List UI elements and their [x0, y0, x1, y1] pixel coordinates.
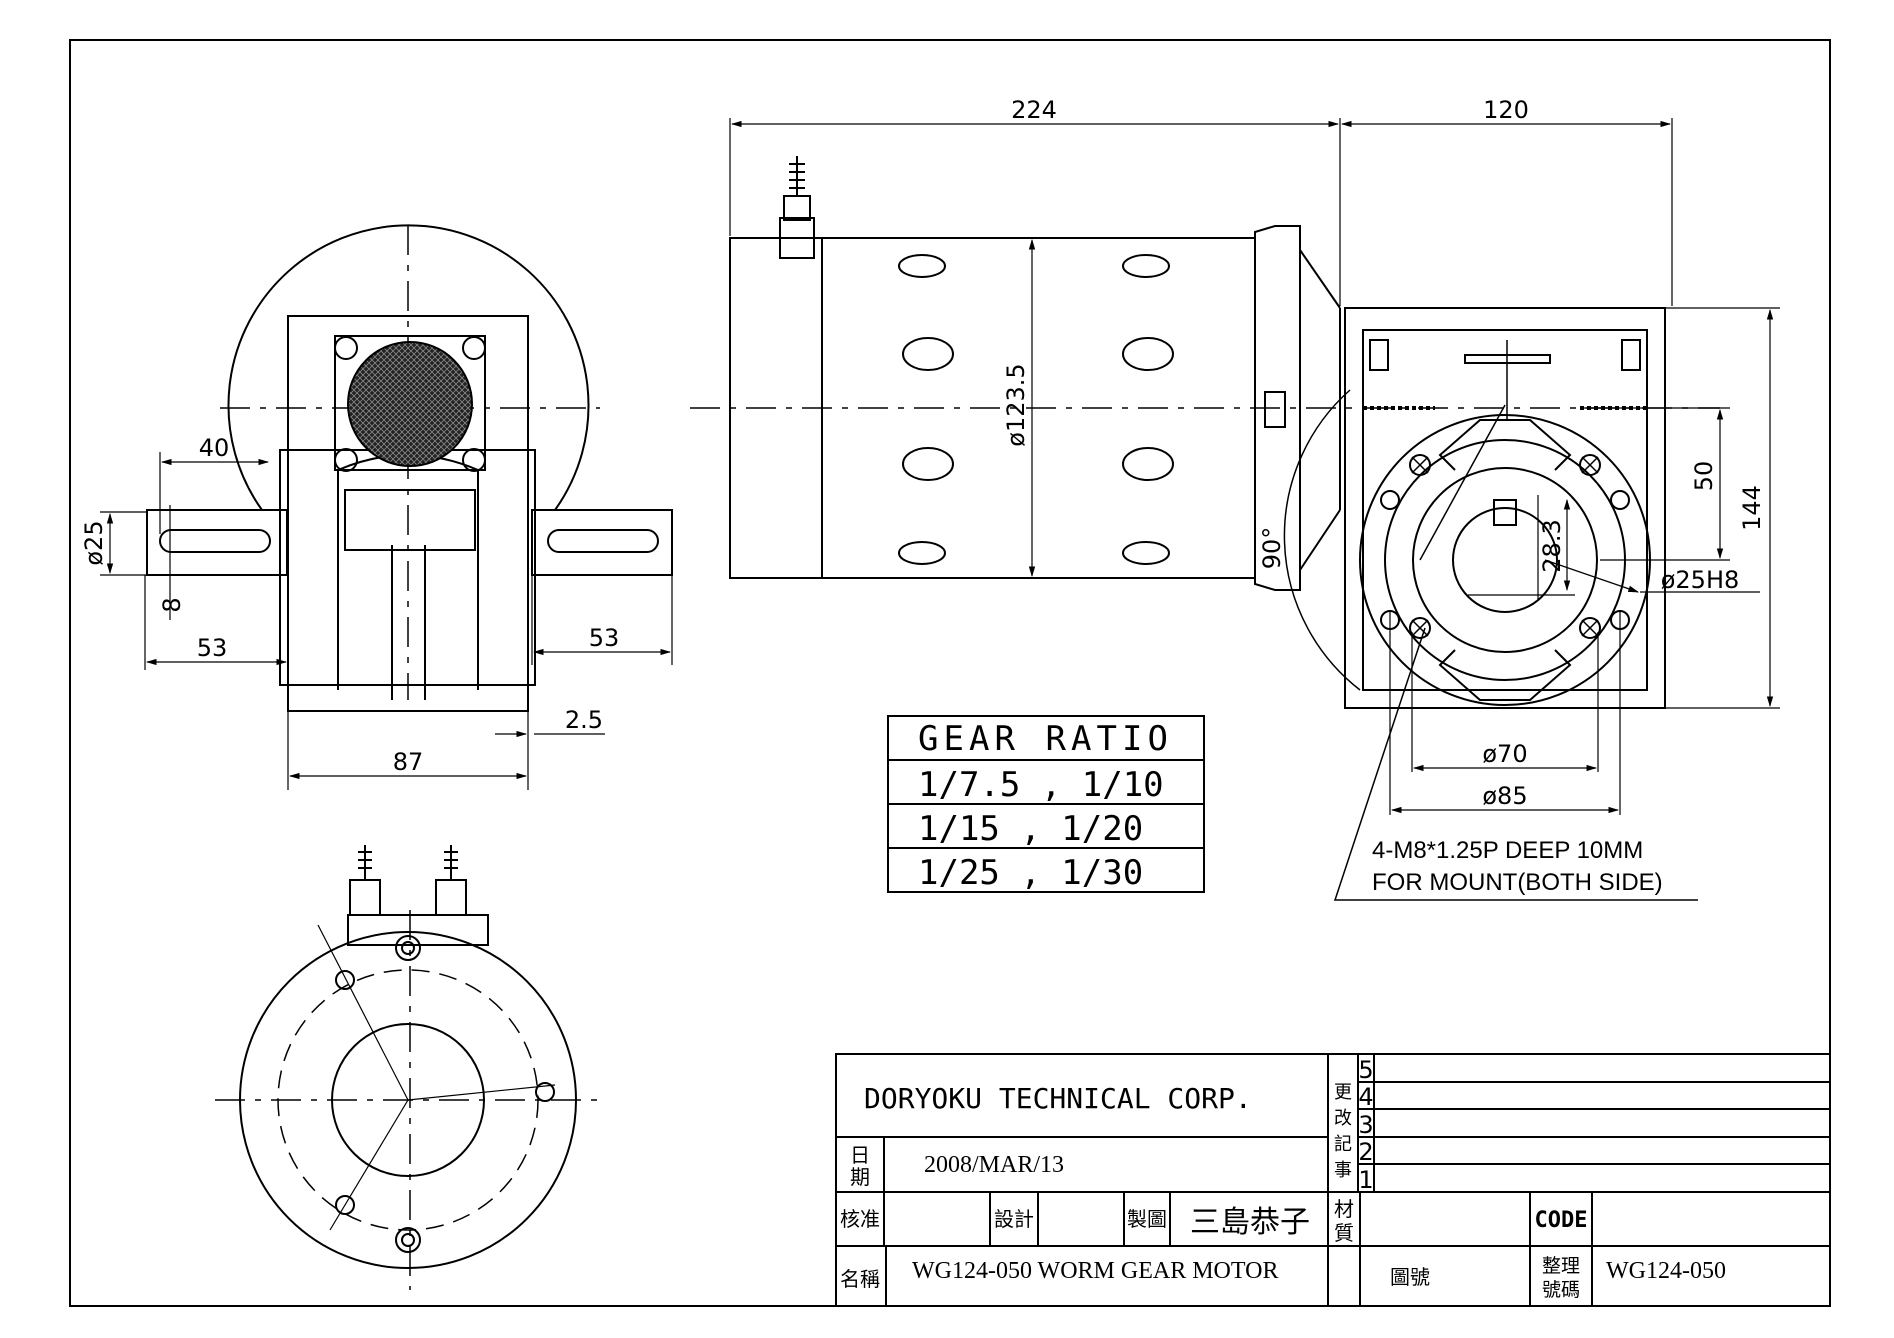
revision-number: 2: [1358, 1138, 1373, 1166]
file-label: 整理: [1542, 1255, 1580, 1277]
dim-gearbox-length: 120: [1483, 96, 1529, 124]
right-shaft: [531, 509, 673, 576]
left-shaft: [146, 509, 288, 576]
revision-number: 5: [1358, 1056, 1373, 1084]
dim-pcd-85: ø85: [1482, 782, 1527, 810]
gear-ratio-table: [887, 715, 1205, 893]
revision-number: 1: [1358, 1166, 1373, 1194]
motor-end-circle: [239, 931, 577, 1269]
change-label: 事: [1334, 1160, 1352, 1180]
dim-angle-90: 90°: [1258, 527, 1286, 570]
drawing-no-label: 圖號: [1390, 1266, 1430, 1289]
end-view: [215, 845, 600, 1290]
dim-offset: 2.5: [565, 706, 603, 734]
side-view: [690, 156, 1720, 901]
mount-note-line1: 4-M8*1.25P DEEP 10MM: [1372, 837, 1643, 864]
gear-ratio-row: 1/25 , 1/30: [918, 853, 1143, 893]
dim-keyway-height: 28.3: [1538, 519, 1566, 572]
dim-shaft-key-40: 40: [199, 434, 230, 462]
gear-ratio-title: GEAR RATIO: [918, 719, 1168, 759]
date-label: 日: [850, 1145, 870, 1167]
drawn-label: 製圖: [1127, 1208, 1167, 1231]
dim-overall-length: 224: [1011, 96, 1057, 124]
date-value: 2008/MAR/13: [924, 1152, 1064, 1178]
motor-mesh: [347, 341, 473, 467]
dim-motor-diameter: ø123.5: [1002, 363, 1030, 446]
drawn-by: 三島恭子: [1190, 1206, 1310, 1239]
revision-number: 3: [1358, 1111, 1373, 1139]
dim-shaft-dia: ø25: [80, 520, 108, 565]
code-label: CODE: [1535, 1208, 1588, 1233]
product-name: WG124-050 WORM GEAR MOTOR: [912, 1258, 1278, 1284]
gear-ratio-row: 1/15 , 1/20: [918, 809, 1143, 849]
file-label: 號碼: [1542, 1279, 1580, 1301]
front-view: [146, 224, 673, 712]
gearbox-housing: [1344, 307, 1666, 709]
name-label: 名稱: [840, 1268, 880, 1291]
title-block-grid: [835, 1053, 1831, 1307]
material-label: 材: [1334, 1198, 1354, 1221]
file-number: WG124-050: [1606, 1258, 1726, 1284]
change-label: 記: [1334, 1134, 1352, 1154]
gear-ratio-row: 1/7.5 , 1/10: [918, 765, 1164, 805]
motor-flange: [1254, 225, 1301, 591]
mount-note-line2: FOR MOUNT(BOTH SIDE): [1372, 869, 1663, 896]
dim-key-width: 8: [158, 597, 186, 612]
dim-shaft-center-50: 50: [1690, 461, 1718, 492]
change-label: 改: [1334, 1108, 1352, 1128]
side-view-dimensions: [729, 118, 1780, 815]
approve-label: 核准: [840, 1208, 880, 1231]
material-label: 質: [1334, 1222, 1354, 1245]
dim-body-width: 87: [393, 748, 424, 776]
dim-height-144: 144: [1738, 485, 1766, 531]
dim-shaft-left: 53: [197, 634, 228, 662]
terminal-post: [779, 217, 815, 259]
front-view-dimensions: [100, 452, 673, 790]
change-label: 更: [1334, 1082, 1352, 1102]
date-label: 期: [850, 1167, 870, 1189]
dim-bore: ø25H8: [1661, 566, 1740, 594]
revision-number: 4: [1358, 1083, 1373, 1111]
dim-shaft-right: 53: [589, 624, 620, 652]
design-label: 設計: [994, 1208, 1034, 1231]
company-name: DORYOKU TECHNICAL CORP.: [864, 1082, 1252, 1115]
dim-pcd-70: ø70: [1482, 740, 1527, 768]
